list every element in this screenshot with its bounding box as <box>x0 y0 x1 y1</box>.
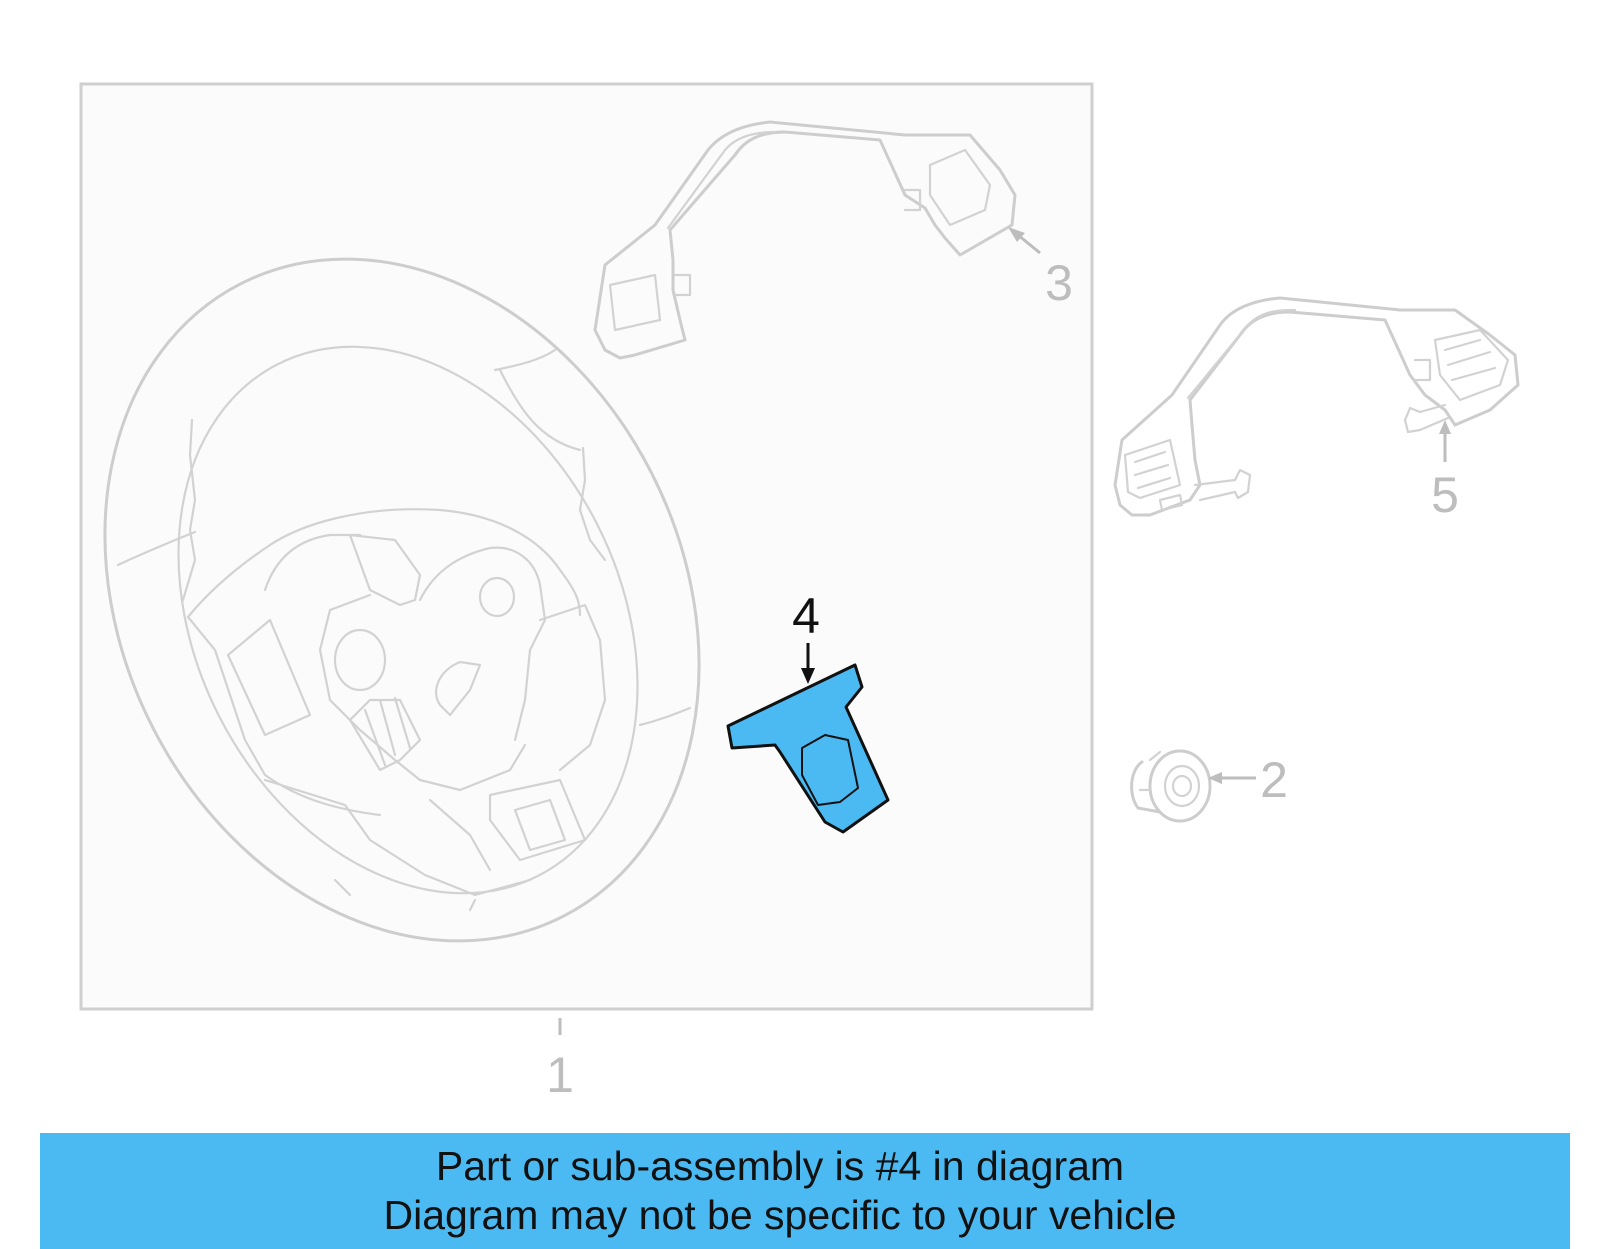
callout-3: 3 <box>1045 255 1073 311</box>
info-banner: Part or sub-assembly is #4 in diagram Di… <box>40 1133 1570 1249</box>
switch-bracket-3-illustration <box>593 120 1017 360</box>
part-1-frame <box>79 82 1094 1011</box>
part-4-highlighted-illustration <box>726 663 890 834</box>
callout-2: 2 <box>1260 752 1288 808</box>
steering-wheel-illustration <box>103 257 701 943</box>
callout-1: 1 <box>546 1047 574 1103</box>
banner-line-2: Diagram may not be specific to your vehi… <box>383 1192 1177 1238</box>
banner-line-1: Part or sub-assembly is #4 in diagram <box>435 1143 1125 1189</box>
callout-5: 5 <box>1431 467 1459 523</box>
leader-lines <box>558 227 1451 1035</box>
switch-bracket-5-illustration <box>1113 296 1520 517</box>
clip-2-illustration <box>1130 749 1212 823</box>
callout-4: 4 <box>792 588 820 644</box>
